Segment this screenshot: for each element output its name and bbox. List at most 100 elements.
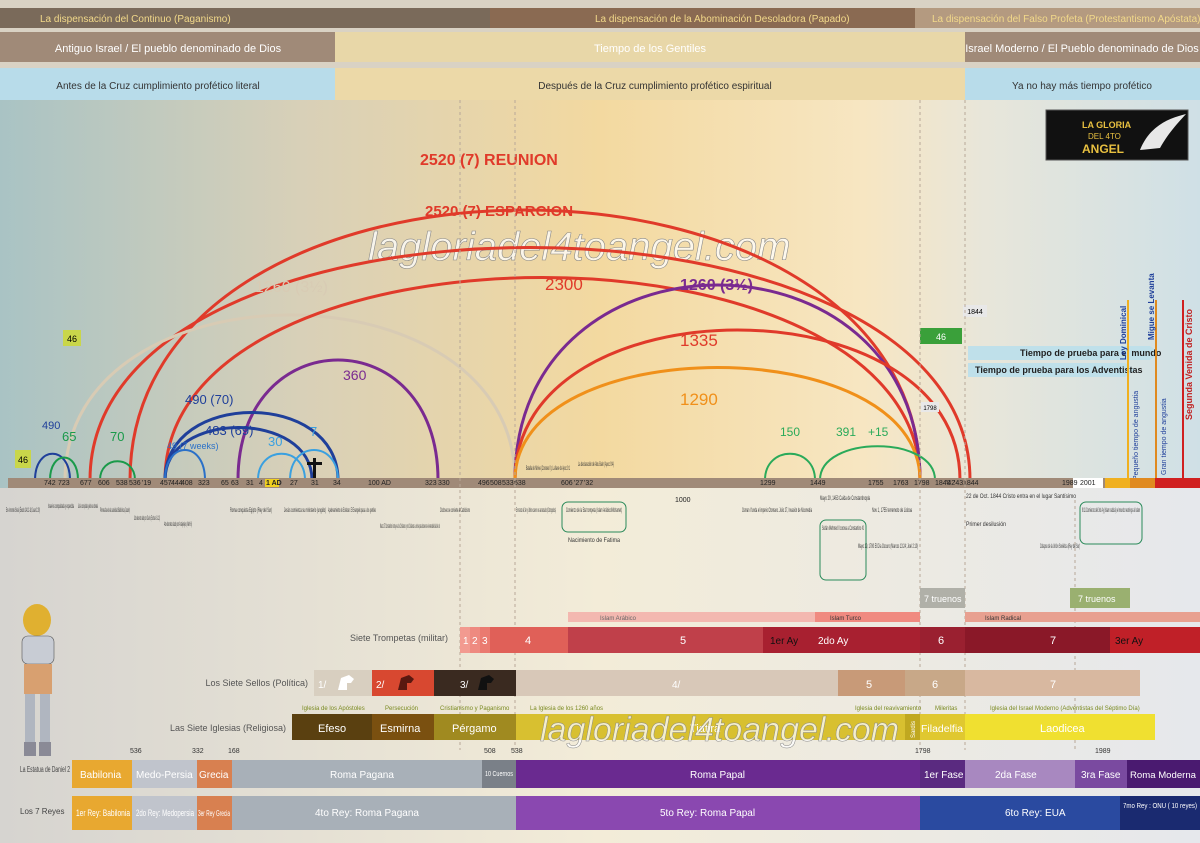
year-note: En marzo el 3er y último cuerno es arran… [516,508,556,514]
statue-segment [72,760,132,788]
trumpet-header-label: Islam Turco [830,616,862,622]
arc-360 [236,358,440,482]
statue-label: 2da Fase [995,770,1037,781]
trumpet-segment [568,627,763,653]
probation-adventists-bar [968,363,1135,377]
arc-490-70 [163,411,340,482]
trumpet-header-bar-turco [815,612,920,622]
arc-label: 360 [343,367,367,383]
church-segment [965,714,1155,740]
arc-49 [164,449,206,481]
fulfillment-label: Antes de la Cruz cumplimiento profético … [56,81,259,92]
church-header-label: Mileritas [935,706,957,712]
white-horse-icon [338,675,354,690]
arc-label: 1260 (3½) [680,277,753,294]
arc-label: 70 [110,429,124,444]
church-segment [372,714,434,740]
statue-segment [1127,760,1200,788]
vertical-label: Segunda Venida de Cristo [1184,308,1194,420]
year-tick: 742 [44,480,56,487]
arc-7 [289,449,339,481]
year-tick: '27 [574,480,583,487]
logo-text: LA GLORIA [1082,120,1132,130]
year-tick: 1299 [760,480,776,487]
church-header-label: Iglesia del Israel Moderno (Adventistas … [990,706,1140,712]
year-note: Colapso de la Unión Soviética (Rey del S… [1040,544,1080,550]
trumpet-header-label: Islam Radical [985,616,1021,622]
arc-label: +15 [868,425,889,439]
year-tick: 65 [221,480,229,487]
year-tick: 606 [561,480,573,487]
people-label: Antiguo Israel / El pueblo denominado de… [55,43,282,55]
church-header-label: La Iglesia de los 1260 años [530,706,603,712]
arc-70 [99,460,136,481]
statue-label: Roma Pagana [330,770,394,781]
statue-segment [1075,760,1127,788]
church-label: Filadelfia [921,724,963,735]
arc-2300 [163,276,922,482]
dispensation-continuo-bar [0,8,490,28]
king-label: 2do Rey: Medopersia [136,808,194,818]
arc-490-small [34,452,71,481]
seal-label: 2/ [376,680,385,691]
seven-thunders-label: 7 truenos [924,594,962,604]
trumpet-segment [965,627,1110,653]
statue-label: Roma Papal [690,770,745,781]
statue-head [23,604,51,636]
church-segment [905,714,920,740]
year-note: En el monte Sinaí (Éxodo 24:12-18; Juan … [6,507,40,514]
year-note: Judá es conquistada y pierde su soberaní… [78,504,98,510]
badge-1798 [921,402,939,412]
church-label: Pérgamo [452,723,497,735]
king-segment [132,796,197,830]
logo: LA GLORIA DEL 4TO ANGEL [1045,109,1189,161]
year-tick: 508 [490,480,502,487]
statue-segment [232,760,482,788]
people-gentiles-bar [335,32,965,62]
year-note: Mayo 29, 1453 Caída de Constantinopla [820,496,870,502]
arc-labels: 2520 (7) REUNION 2520 (7) ESPARCION 1260… [42,152,889,451]
dispensation-label: La dispensación de la Abominación Desola… [595,14,850,25]
year-tick: 606 [98,480,110,487]
statue-year: 1798 [915,748,931,755]
statue-year: 538 [511,748,523,755]
watermark: lagloriadel4toangel.com [368,225,791,269]
year-tick: 1763 [893,480,909,487]
year-tick: '32 [584,480,593,487]
red-horse-icon [398,675,414,690]
statue-year: 508 [484,748,496,755]
arc-label: 7 [310,424,317,439]
statue-label: 10 Cuernos [485,771,513,778]
people-modern-israel-bar [965,32,1200,62]
fulfillment-spiritual-bar [335,68,965,100]
year-tick: 27 [290,480,298,487]
year-note: 9/11 Comienzo del 3rd Ay (Islam radical)… [1082,508,1140,514]
trumpet-segment [480,627,490,653]
year-note: Jesús comienza su ministerio (ungido) [284,508,326,514]
arc-label: 490 (70) [185,392,233,407]
arc-label: 490 [42,420,60,432]
kings-row: Los 7 Reyes 1er Rey: Babilonia 2do Rey: … [20,796,1200,830]
badge-label: 46 [936,332,946,342]
year-tick: 538 [116,480,128,487]
statue-belly [24,664,52,694]
dispensation-abominacion-bar [490,8,925,28]
fulfillment-none-bar [965,68,1200,100]
church-header-label: Iglesia de los Apóstoles [302,706,365,712]
trumpet-label: 4 [525,635,531,647]
year-note: Osman I funda el imperio Otomano. Julio … [742,508,812,514]
year-note: 2do decreto dado por Darío (Esdras 6:1-1… [134,516,160,522]
arc-65 [49,456,79,481]
logo-text: DEL 4TO [1088,132,1121,141]
trumpet-label: 3 [482,636,488,647]
king-label: 1er Rey: Babilonia [76,808,130,818]
year-tick: 677 [80,480,92,487]
church-segment [516,714,905,740]
arc-1290 [513,366,922,482]
year-tick: 408 [181,480,193,487]
cross-horizontal [307,462,322,465]
people-row: Antiguo Israel / El pueblo denominado de… [0,32,1200,62]
king-segment [920,796,1120,830]
row-title: La Estatua de Daniel 2 [20,765,70,774]
year-tick: 4 [259,480,263,487]
